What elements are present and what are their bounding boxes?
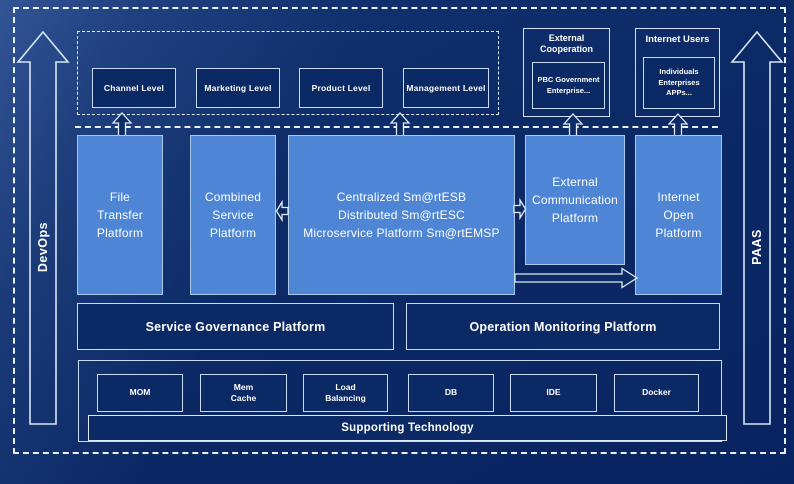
service-governance-platform-label: Service Governance Platform bbox=[145, 319, 326, 334]
left-arrow-esb-to-combined bbox=[275, 200, 290, 222]
level-box-product: Product Level bbox=[299, 68, 383, 108]
tech-box-mem-cache: Mem Cache bbox=[200, 374, 287, 412]
platform-internet-open-label: Internet Open Platform bbox=[655, 190, 702, 240]
platform-external-communication-label: External Communication Platform bbox=[532, 175, 618, 225]
tech-label: MOM bbox=[129, 387, 151, 398]
tech-box-docker: Docker bbox=[614, 374, 699, 412]
platform-external-communication: External Communication Platform bbox=[525, 135, 625, 265]
up-arrow-external-communication bbox=[562, 113, 584, 137]
up-arrow-esb bbox=[389, 112, 411, 137]
outer-dashed-frame bbox=[13, 7, 786, 454]
tech-box-load-balancing: Load Balancing bbox=[303, 374, 388, 412]
platform-file-transfer: File Transfer Platform bbox=[77, 135, 163, 295]
internet-users-body-text: Individuals Enterprises APPs... bbox=[658, 67, 700, 98]
up-arrow-internet-open bbox=[667, 113, 689, 137]
level-label: Management Level bbox=[406, 83, 486, 93]
tech-box-ide: IDE bbox=[510, 374, 597, 412]
platform-esb-label: Centralized Sm@rtESB Distributed Sm@rtES… bbox=[303, 190, 500, 240]
external-cooperation-box: External Cooperation PBC Government Ente… bbox=[523, 28, 610, 117]
up-arrow-file-transfer bbox=[111, 112, 133, 137]
internet-users-title: Internet Users bbox=[645, 34, 710, 45]
level-label: Product Level bbox=[311, 83, 371, 93]
tech-label: Mem Cache bbox=[230, 381, 257, 403]
paas-arrow bbox=[730, 30, 784, 426]
level-box-management: Management Level bbox=[403, 68, 489, 108]
tech-label: IDE bbox=[546, 387, 561, 398]
devops-label: DevOps bbox=[36, 221, 50, 273]
platform-file-transfer-label: File Transfer Platform bbox=[96, 190, 144, 240]
supporting-technology-container bbox=[78, 360, 722, 442]
supporting-technology-bar: Supporting Technology bbox=[88, 415, 727, 441]
external-cooperation-body: PBC Government Enterprise... bbox=[532, 62, 605, 109]
level-box-marketing: Marketing Level bbox=[196, 68, 280, 108]
tech-box-db: DB bbox=[408, 374, 494, 412]
supporting-technology-label: Supporting Technology bbox=[341, 422, 474, 434]
platform-combined-service-label: Combined Service Platform bbox=[204, 190, 262, 240]
level-label: Marketing Level bbox=[204, 83, 272, 93]
paas-label: PAAS bbox=[750, 229, 764, 265]
platform-internet-open: Internet Open Platform bbox=[635, 135, 722, 295]
platform-esb: Centralized Sm@rtESB Distributed Sm@rtES… bbox=[288, 135, 515, 295]
levels-dashed-container bbox=[77, 31, 499, 115]
internet-users-body: Individuals Enterprises APPs... bbox=[643, 57, 715, 109]
tech-label: Docker bbox=[642, 387, 671, 398]
operation-monitoring-platform-box: Operation Monitoring Platform bbox=[406, 303, 720, 350]
tech-box-mom: MOM bbox=[97, 374, 183, 412]
external-cooperation-title: External Cooperation bbox=[540, 33, 593, 55]
external-cooperation-body-text: PBC Government Enterprise... bbox=[537, 75, 600, 95]
level-label: Channel Level bbox=[103, 83, 165, 93]
platform-combined-service: Combined Service Platform bbox=[190, 135, 276, 295]
tech-label: DB bbox=[444, 387, 458, 398]
tech-label: Load Balancing bbox=[325, 381, 366, 403]
level-box-channel: Channel Level bbox=[92, 68, 176, 108]
right-arrow-esb-to-external bbox=[512, 198, 527, 220]
devops-arrow bbox=[16, 30, 70, 426]
internet-users-box: Internet Users Individuals Enterprises A… bbox=[635, 28, 720, 117]
long-arrow-to-internet-open bbox=[514, 267, 639, 289]
service-governance-platform-box: Service Governance Platform bbox=[77, 303, 394, 350]
operation-monitoring-platform-label: Operation Monitoring Platform bbox=[469, 319, 657, 334]
